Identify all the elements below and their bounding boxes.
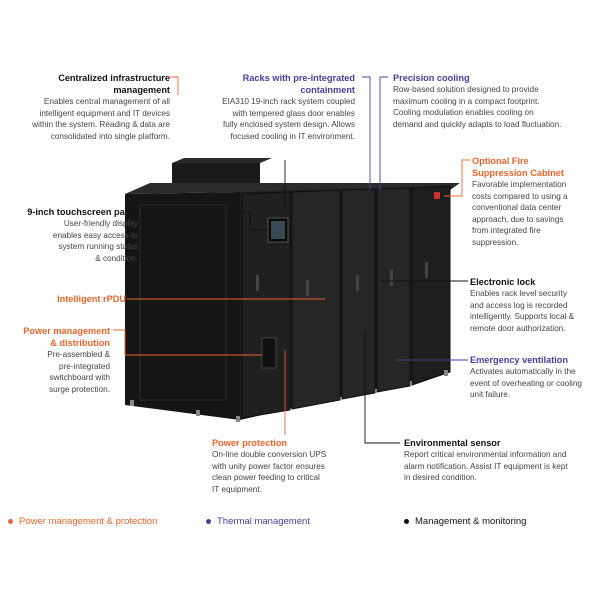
callout-title: containment — [300, 85, 355, 95]
callout-title: Power protection — [212, 438, 288, 448]
callout-environmental-sensor: Environmental sensor Report critical env… — [404, 437, 596, 484]
callout-text: costs compared to using a — [472, 191, 568, 201]
callout-text: demand and quickly adapts to load fluctu… — [393, 119, 562, 129]
callout-text: unit failure. — [470, 390, 511, 399]
legend-label: Management & monitoring — [415, 516, 527, 527]
callout-text: IT equipment. — [212, 484, 262, 494]
fire-indicator — [434, 192, 440, 199]
callout-text: enables easy access to — [52, 230, 138, 240]
callout-text: focused cooling in IT environment. — [230, 131, 355, 141]
callout-text: fully enclosed system design. Allows — [223, 120, 355, 129]
callout-power-protection: Power protection On-line double conversi… — [212, 437, 352, 495]
callout-title: Optional Fire — [472, 156, 529, 166]
callout-text: Enables rack level security — [470, 289, 567, 298]
callout-text: within the system. Reading & data are — [32, 120, 170, 129]
callout-fire-suppression: Optional Fire Suppression Cabinet Favora… — [472, 155, 594, 248]
callout-text: switchboard with — [49, 373, 110, 382]
callout-text: Row-based solution designed to provide — [393, 85, 539, 94]
callout-title: management — [113, 85, 170, 95]
legend-management: Management & monitoring — [404, 516, 526, 527]
callout-text: consolidated into single platform. — [50, 131, 170, 141]
callout-text: Activates automatically in the — [470, 367, 576, 376]
callout-text: User-friendly display — [63, 219, 138, 228]
callout-electronic-lock: Electronic lock Enables rack level secur… — [470, 276, 596, 334]
callout-title: & distribution — [50, 338, 110, 348]
perforated-door-3 — [376, 187, 411, 393]
callout-touchscreen-panel: 9-inch touchscreen panel User-friendly d… — [4, 206, 138, 264]
callout-title: Racks with pre-integrated — [242, 73, 355, 83]
legend-power: Power management & protection — [8, 516, 157, 527]
callout-text: approach, due to savings — [472, 214, 564, 224]
callout-text: in desired condition. — [404, 473, 477, 482]
callout-title: Power management — [23, 326, 110, 336]
perforated-door-2 — [341, 188, 376, 400]
callout-text: intelligently. Supports local & — [470, 312, 575, 321]
callout-power-management: Power management & distribution Pre-asse… — [4, 325, 110, 395]
callout-title: Environmental sensor — [404, 438, 501, 448]
callout-text: with tempered glass door enables — [232, 108, 355, 118]
switchboard — [261, 337, 277, 369]
callout-text: pre-integrated — [59, 361, 110, 371]
callout-title: Intelligent rPDU — [57, 294, 126, 304]
callout-text: clean power feeding to critical — [212, 473, 320, 482]
callout-text: suppression. — [472, 237, 519, 247]
callout-text: Report critical environmental informatio… — [404, 450, 567, 459]
callout-title: Precision cooling — [393, 73, 470, 83]
callout-text: On-line double conversion UPS — [212, 450, 327, 459]
cabinet-side-panel — [125, 192, 240, 420]
black-dot-icon — [404, 519, 409, 524]
callout-text: and access log is recorded — [470, 300, 568, 310]
callout-title: Electronic lock — [470, 277, 536, 287]
callout-intelligent-rpdu: Intelligent rPDU — [4, 293, 126, 305]
callout-text: EIA310 19-inch rack system coupled — [222, 97, 355, 106]
callout-text: event of overheating or cooling — [470, 378, 582, 388]
callout-emergency-ventilation: Emergency ventilation Activates automati… — [470, 354, 596, 401]
fire-suppression-cabinet — [411, 185, 451, 386]
callout-centralized-management: Centralized infrastructure management En… — [10, 72, 170, 142]
callout-text: maximum cooling in a compact footprint. — [393, 96, 540, 106]
callout-text: surge protection. — [49, 384, 110, 394]
legend-label: Power management & protection — [19, 516, 158, 527]
callout-text: conventional data center — [472, 203, 562, 212]
purple-dot-icon — [206, 519, 211, 524]
callout-title: 9-inch touchscreen panel — [27, 207, 138, 217]
callout-precision-cooling: Precision cooling Row-based solution des… — [393, 72, 593, 130]
legend-thermal: Thermal management — [206, 516, 310, 527]
callout-text: with unity power factor ensures — [212, 461, 325, 471]
callout-text: Pre-assembled & — [47, 350, 110, 359]
callout-text: alarm notification. Assist IT equipment … — [404, 461, 568, 471]
callout-text: & condition. — [95, 253, 138, 263]
callout-title: Emergency ventilation — [470, 355, 569, 365]
callout-text: remote door authorization. — [470, 323, 566, 333]
legend-label: Thermal management — [217, 516, 310, 527]
callout-racks-containment: Racks with pre-integrated containment EI… — [195, 72, 355, 142]
callout-text: Enables central management of all — [43, 97, 170, 106]
callout-title: Suppression Cabinet — [472, 168, 564, 178]
callout-text: Cooling modulation enables cooling on — [393, 108, 534, 117]
callout-text: from integrated fire — [472, 226, 541, 235]
orange-dot-icon — [8, 519, 13, 524]
callout-text: system running status — [58, 242, 138, 251]
callout-text: intelligent equipment and IT devices — [39, 108, 170, 118]
callout-text: Favorable implementation — [472, 180, 567, 189]
callout-title: Centralized infrastructure — [58, 73, 170, 83]
perforated-door-1 — [291, 189, 341, 410]
